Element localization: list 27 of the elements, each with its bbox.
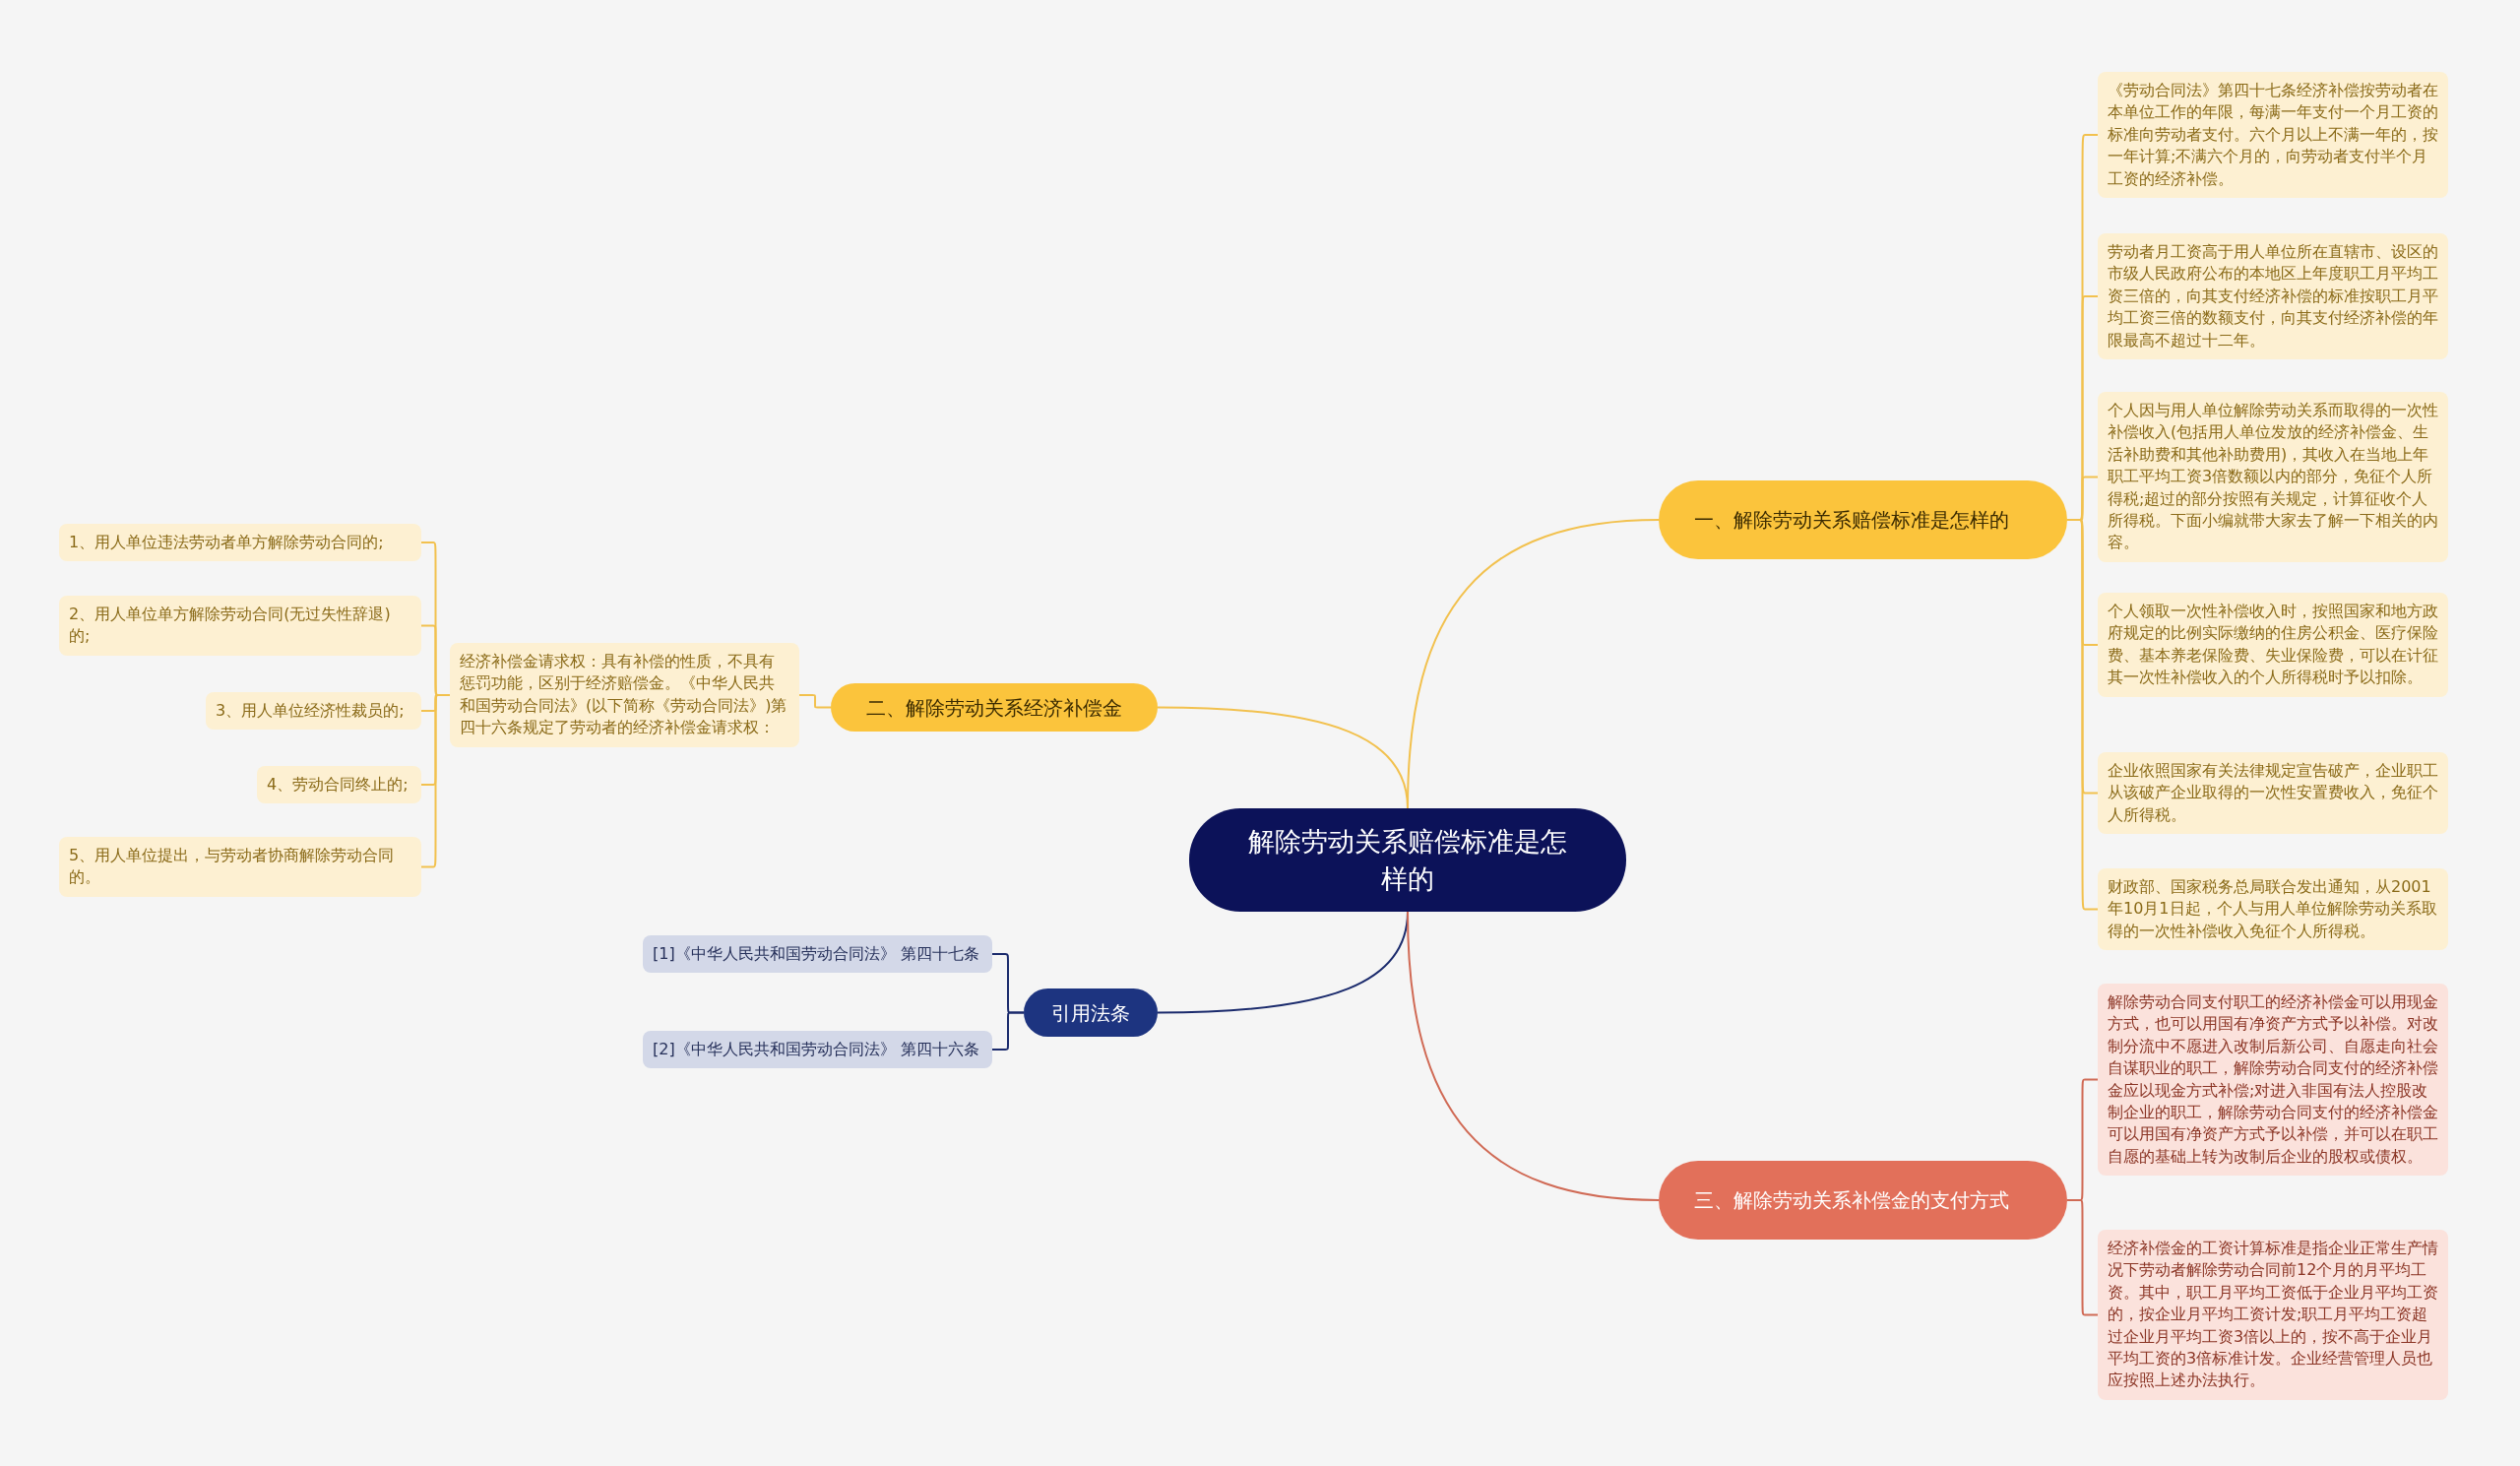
- detail-note: 解除劳动合同支付职工的经济补偿金可以用现金方式，也可以用国有净资产方式予以补偿。对改制分流中不愿进入改制后新公司、自愿走向社会自谋职业的职工，解除劳动合同支付的经济补偿金应以现金方式补偿;对进入非国有法人控股改制企业的职工，解除劳动合同支付的经济补偿金可以用国有净资产方式予以补偿，并可以在职工自愿的基础上转为改制后企业的股权或债权。: [2098, 984, 2448, 1177]
- branch-topic: 二、解除劳动关系经济补偿金: [831, 683, 1158, 732]
- connector-line: [2066, 1199, 2099, 1316]
- branch-topic: 引用法条: [1024, 988, 1158, 1037]
- detail-note: 《劳动合同法》第四十七条经济补偿按劳动者在本单位工作的年限，每满一年支付一个月工资的标准向劳动者支付。六个月以上不满一年的，按一年计算;不满六个月的，向劳动者支付半个月工资的经济补偿。: [2098, 72, 2448, 198]
- connector-line: [798, 694, 832, 709]
- detail-note: 个人因与用人单位解除劳动关系而取得的一次性补偿收入(包括用人单位发放的经济补偿金、生活补助费和其他补助费用)，其收入在当地上年职工平均工资3倍数额以内的部分，免征个人所得税;超过的部分按照有关规定，计算征收个人所得税。下面小编就带大家去了解一下相关的内容。: [2098, 392, 2448, 562]
- detail-note: 经济补偿金的工资计算标准是指企业正常生产情况下劳动者解除劳动合同前12个月的月平均工资。其中，职工月平均工资低于企业月平均工资的，按企业月平均工资计发;职工月平均工资超过企业月平均工资3倍以上的，按不高于企业月平均工资的3倍标准计发。企业经营管理人员也应按照上述办法执行。: [2098, 1230, 2448, 1400]
- detail-note: 劳动者月工资高于用人单位所在直辖市、设区的市级人民政府公布的本地区上年度职工月平均工资三倍的，向其支付经济补偿的标准按职工月平均工资三倍的数额支付，向其支付经济补偿的年限最高不超过十二年。: [2098, 233, 2448, 359]
- detail-note: 企业依照国家有关法律规定宣告破产，企业职工从该破产企业取得的一次性安置费收入，免征个人所得税。: [2098, 752, 2448, 835]
- connector-line: [1157, 706, 1409, 809]
- detail-note: 5、用人单位提出，与劳动者协商解除劳动合同的。: [59, 837, 421, 897]
- detail-note: 3、用人单位经济性裁员的;: [206, 692, 421, 731]
- detail-note: [1]《中华人民共和国劳动合同法》 第四十七条: [643, 935, 992, 974]
- detail-note: [2]《中华人民共和国劳动合同法》 第四十六条: [643, 1031, 992, 1069]
- connector-line: [420, 694, 451, 868]
- branch-topic: 三、解除劳动关系补偿金的支付方式: [1659, 1161, 2067, 1240]
- connector-line: [991, 1011, 1025, 1051]
- detail-note: 财政部、国家税务总局联合发出通知，从2001年10月1日起，个人与用人单位解除劳动关系取得的一次性补偿收入免征个人所得税。: [2098, 868, 2448, 951]
- branch-topic: 一、解除劳动关系赔偿标准是怎样的: [1659, 480, 2067, 559]
- connector-line: [1407, 911, 1660, 1201]
- detail-note: 2、用人单位单方解除劳动合同(无过失性辞退)的;: [59, 596, 421, 656]
- detail-note: 个人领取一次性补偿收入时，按照国家和地方政府规定的比例实际缴纳的住房公积金、医疗保险费、基本养老保险费、失业保险费，可以在计征其一次性补偿收入的个人所得税时予以扣除。: [2098, 593, 2448, 697]
- root-topic: 解除劳动关系赔偿标准是怎样的: [1189, 808, 1626, 912]
- detail-note: 4、劳动合同终止的;: [257, 766, 421, 804]
- detail-note: 经济补偿金请求权：具有补偿的性质，不具有惩罚功能，区别于经济赔偿金。《中华人民共和国劳动合同法》(以下简称《劳动合同法》)第四十六条规定了劳动者的经济补偿金请求权：: [450, 643, 799, 747]
- detail-note: 1、用人单位违法劳动者单方解除劳动合同的;: [59, 524, 421, 562]
